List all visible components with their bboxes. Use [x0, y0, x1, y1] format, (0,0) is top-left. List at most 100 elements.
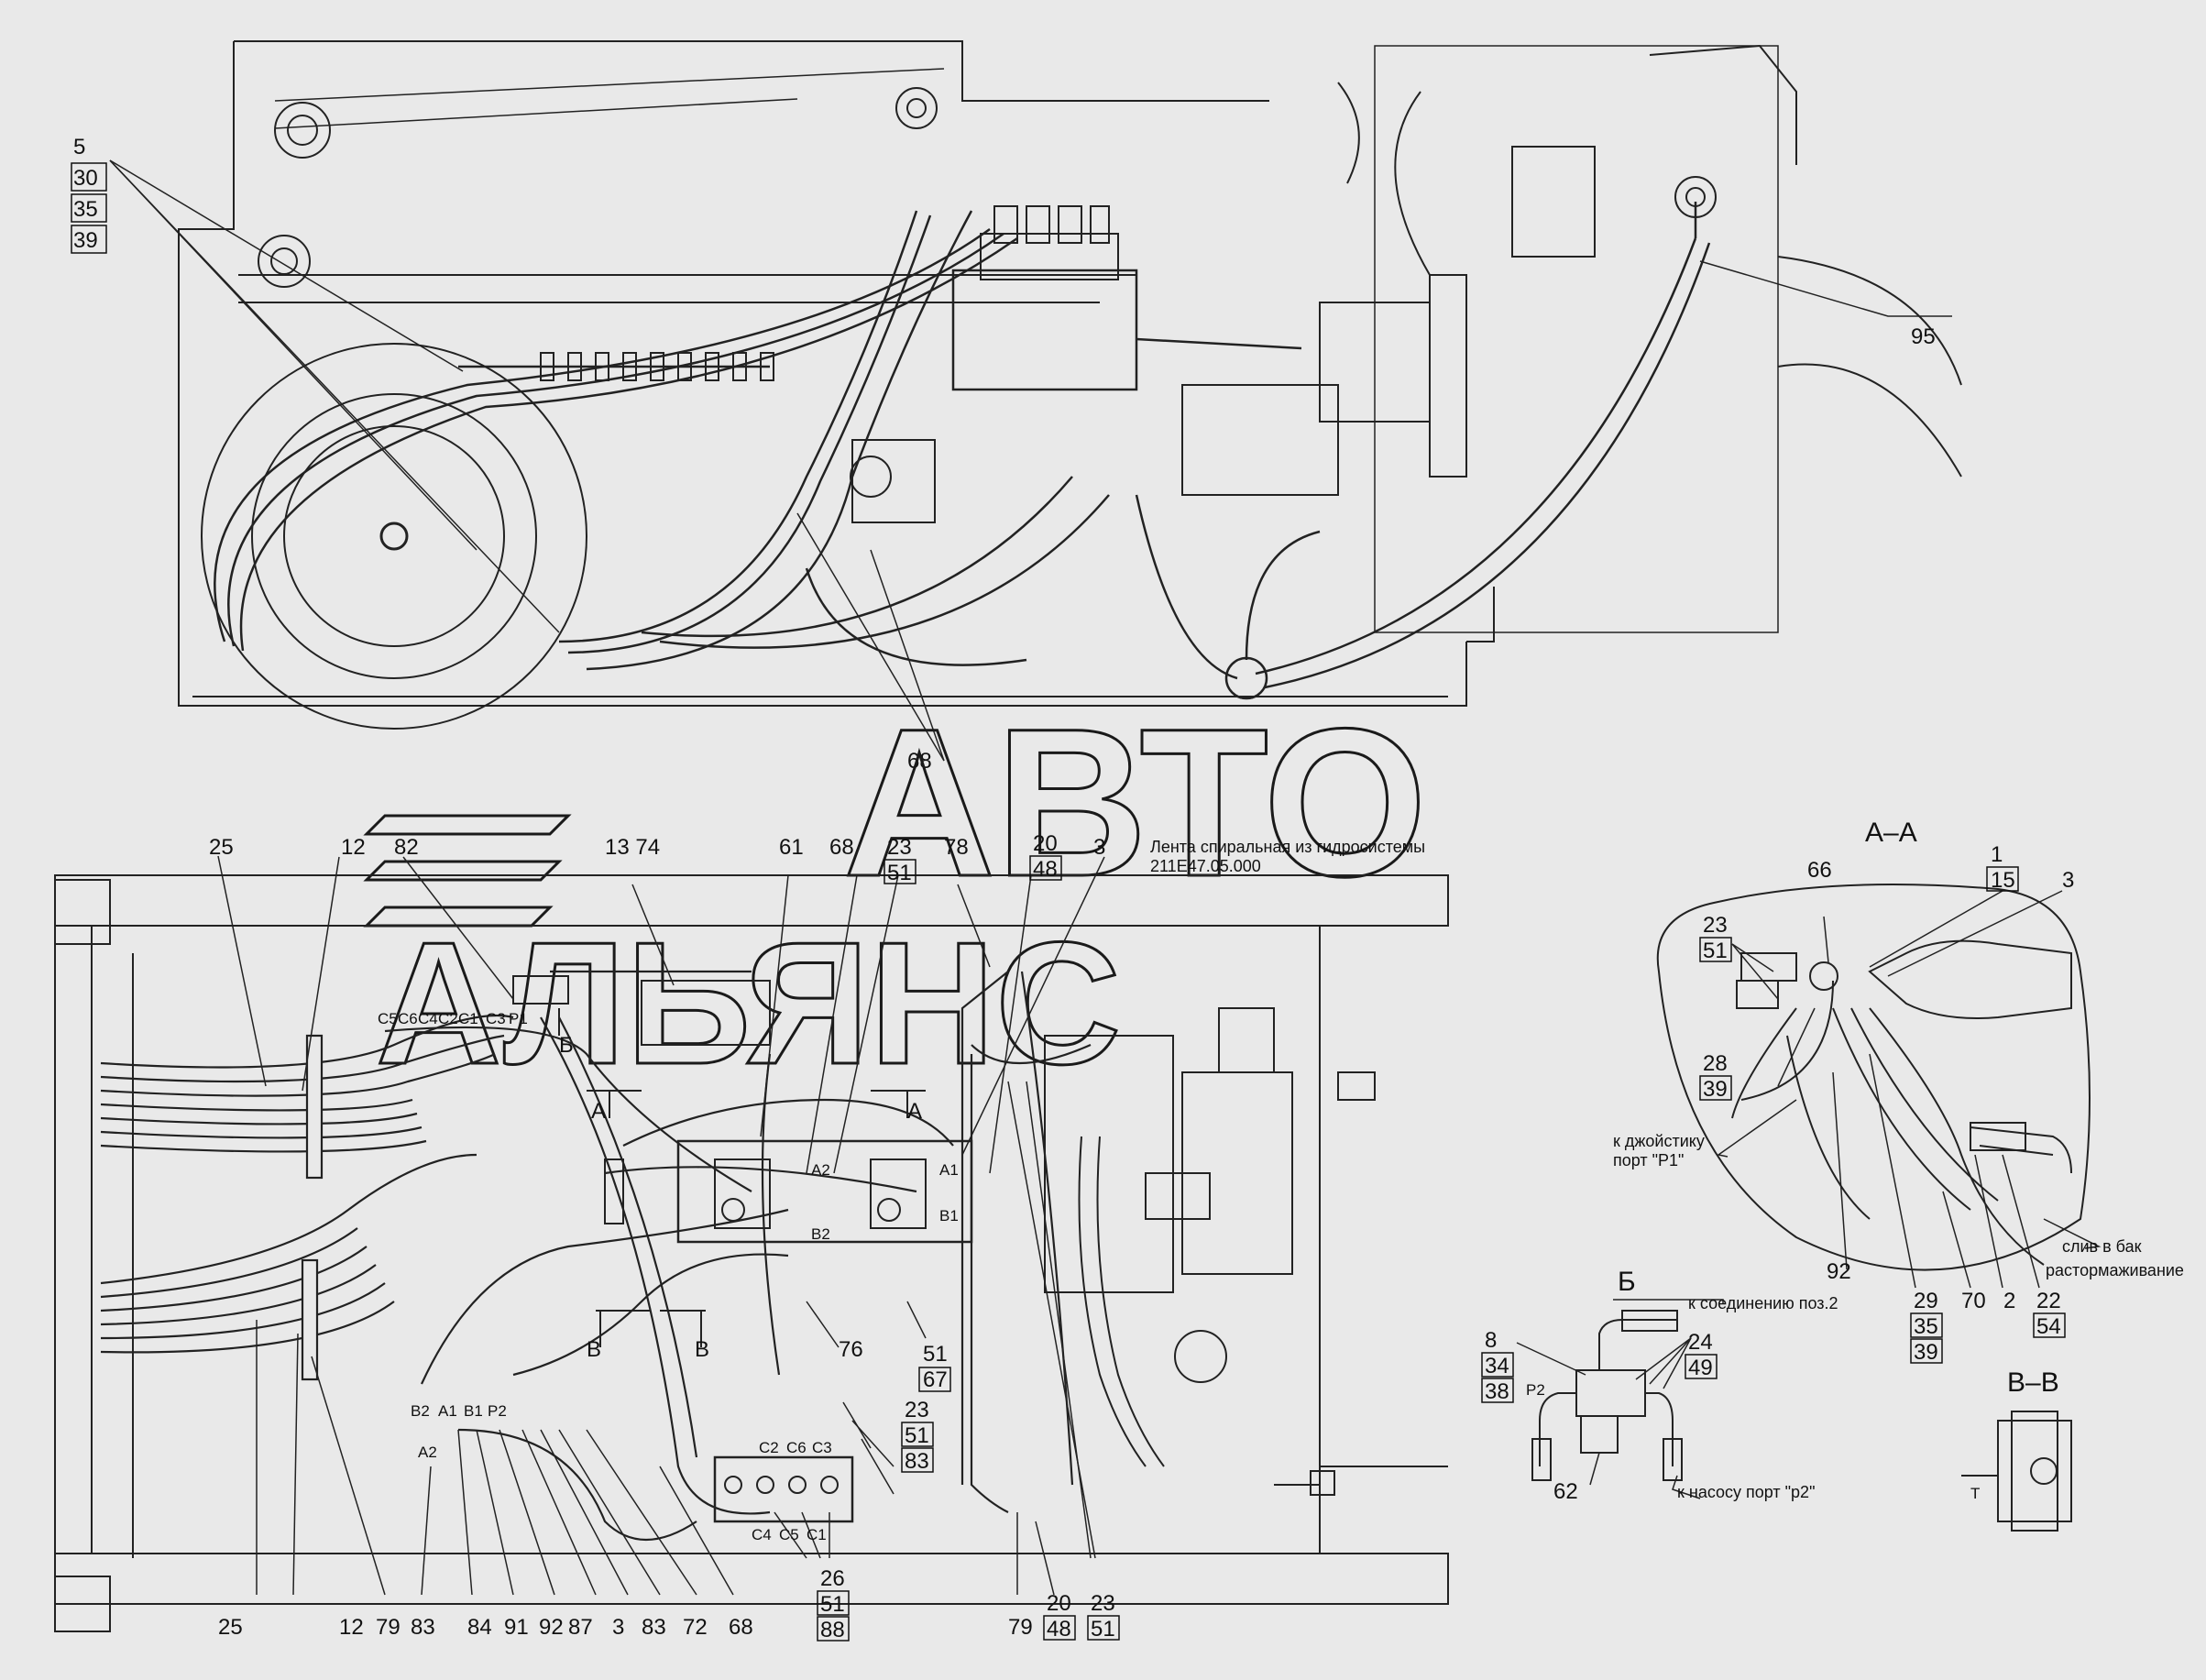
valve-b1: B1: [939, 1207, 959, 1224]
label-23-bottom: 23: [1091, 1591, 1115, 1616]
port-a1: A1: [438, 1402, 457, 1420]
port-p1: P1: [509, 1010, 528, 1027]
valve-b-body: [1580, 1415, 1619, 1454]
label-25-top: 25: [209, 835, 234, 860]
label-3-bottom: 3: [612, 1615, 624, 1640]
section-vv: В–В T: [1961, 1367, 2072, 1532]
label-35-aa: 35: [1914, 1314, 1938, 1339]
label-68-top: 68: [907, 749, 932, 774]
label-35: 35: [73, 197, 98, 222]
section-aa: А–А: [1613, 818, 2184, 1365]
label-51-mid2: 51: [905, 1423, 929, 1448]
fitting-row: [540, 352, 774, 381]
port-p2: P2: [488, 1402, 507, 1420]
pump-vv-body: [1997, 1420, 2072, 1522]
label-20-bottom: 20: [1047, 1591, 1071, 1616]
label-82: 82: [394, 835, 419, 860]
section-mark-a-left: А: [591, 1099, 606, 1124]
label-48-bv: 48: [1033, 857, 1058, 882]
spiral-tape-note: Лента спиральная из гидросистемы: [1150, 838, 1425, 856]
label-26: 26: [820, 1566, 845, 1591]
valve-b2: B2: [811, 1225, 830, 1243]
tee-block-b: [1575, 1369, 1646, 1417]
label-54-aa: 54: [2036, 1314, 2061, 1339]
watermark-line2: АЛЬЯНС: [376, 906, 1121, 1101]
label-91: 91: [504, 1615, 529, 1640]
valve-port-c2: C2: [759, 1439, 779, 1456]
label-72: 72: [683, 1615, 708, 1640]
label-12-top: 12: [341, 835, 366, 860]
label-5: 5: [73, 135, 85, 159]
watermark-logo: АВТО АЛЬЯНС: [363, 684, 1429, 1103]
label-62-b: 62: [1553, 1479, 1578, 1504]
frame-outline: [234, 40, 1269, 102]
label-88: 88: [820, 1618, 845, 1642]
fitting-b-top: [1621, 1310, 1678, 1332]
label-1-aa: 1: [1991, 842, 2003, 867]
label-51-mid: 51: [923, 1342, 948, 1367]
accumulator-body: [1868, 939, 2072, 1019]
port-t-vv: T: [1970, 1485, 1980, 1502]
upper-valve: [512, 975, 771, 1046]
section-mark-a-right: А: [907, 1099, 922, 1124]
watermark-line1: АВТО: [843, 685, 1427, 920]
label-83-mid: 83: [905, 1449, 929, 1474]
section-b-leaders: [1516, 1299, 1724, 1499]
note-drain: слив в бак: [2062, 1237, 2142, 1256]
lower-valve-bank: [713, 1455, 854, 1523]
label-12-bottom: 12: [339, 1615, 364, 1640]
label-79-bottom2: 79: [1008, 1615, 1033, 1640]
fitting-aa-2: [1736, 980, 1779, 1009]
engine-outline-bottom: [1044, 1007, 1448, 1496]
label-25-bottom: 25: [218, 1615, 243, 1640]
label-92: 92: [539, 1615, 564, 1640]
label-3-bv: 3: [1093, 835, 1105, 860]
section-mark-v-left: В: [587, 1337, 601, 1362]
valve-a1: A1: [939, 1161, 959, 1179]
leader-lines-top: [109, 159, 1952, 762]
hose-bundle-top: [214, 202, 1711, 700]
label-51-bottom: 51: [820, 1592, 845, 1617]
label-23-mid: 23: [905, 1398, 929, 1422]
bottom-view-labels: 25 12 82 13 74 61 68 23 51 78 20 48 3 Ле…: [209, 831, 1425, 1642]
label-29-aa: 29: [1914, 1289, 1938, 1313]
label-92-aa: 92: [1827, 1259, 1851, 1284]
label-49-b: 49: [1688, 1356, 1713, 1380]
label-70-aa: 70: [1961, 1289, 1986, 1313]
port-c4: C4: [418, 1010, 438, 1027]
label-61: 61: [779, 835, 804, 860]
top-view-labels: 5 30 35 39 95 68: [71, 135, 1936, 774]
leader-lines-bottom: [217, 855, 1105, 1596]
pivot-upper: [274, 102, 331, 159]
note-pump: к насосу порт "р2": [1677, 1483, 1815, 1501]
label-48-bottom: 48: [1047, 1617, 1071, 1642]
fitting-b-left: [1531, 1438, 1552, 1481]
section-aa-boundary: [1656, 884, 2091, 1271]
spiral-tape-code: 211Е47.05.000: [1150, 857, 1261, 875]
label-39-aa: 39: [1703, 1077, 1728, 1102]
note-joystick: к джойстику: [1613, 1132, 1705, 1150]
label-66-aa: 66: [1807, 858, 1832, 883]
port-a2: A2: [418, 1444, 437, 1461]
fitting-b-right: [1663, 1438, 1683, 1481]
label-15-aa: 15: [1991, 868, 2015, 893]
label-84: 84: [467, 1615, 492, 1640]
label-22-aa: 22: [2036, 1289, 2061, 1313]
label-78: 78: [944, 835, 969, 860]
label-67: 67: [923, 1367, 948, 1392]
section-b: Б к соединению поз.2 к насосу порт "р2" …: [1481, 1267, 1838, 1504]
frame-outline-lower: [178, 41, 1467, 707]
label-13-74: 13 74: [605, 835, 660, 860]
label-39: 39: [73, 228, 98, 253]
section-aa-leaders: [1717, 890, 2102, 1289]
port-c3: C3: [486, 1010, 506, 1027]
valve-port-c6: C6: [786, 1439, 807, 1456]
top-view: [109, 40, 1962, 762]
rail-bottom: [54, 1553, 1449, 1605]
port-b1: B1: [464, 1402, 483, 1420]
section-mark-b: Б: [559, 1033, 574, 1058]
label-51-bottom2: 51: [1091, 1617, 1115, 1642]
note-joystick-port: порт "P1": [1613, 1151, 1684, 1169]
